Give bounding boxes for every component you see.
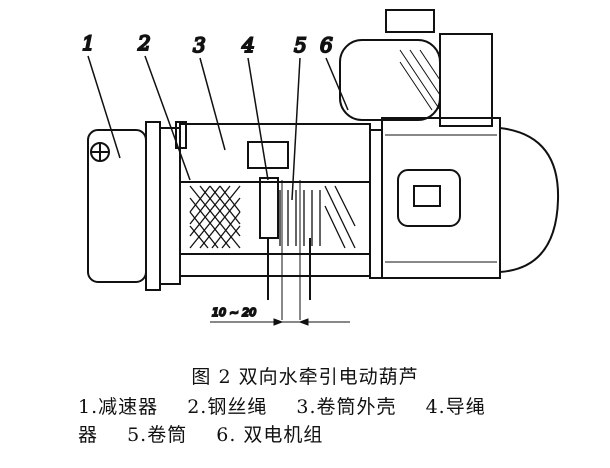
legend-item: 2.钢丝绳 <box>187 396 268 418</box>
figure-title: 图 2 双向水牵引电动葫芦 <box>191 366 419 388</box>
callout-5: 5 <box>294 33 307 57</box>
reducer <box>87 121 181 291</box>
legend-item: 5.卷筒 <box>127 424 188 446</box>
legend-item: 3.卷筒外壳 <box>296 396 397 418</box>
legend-item: 6. 双电机组 <box>216 424 324 446</box>
secondary-motor <box>339 9 493 127</box>
callout-4: 4 <box>241 33 255 57</box>
hoist-drawing: 1 2 3 4 5 6 10 ~ <box>81 9 560 326</box>
callout-3: 3 <box>193 33 206 57</box>
legend-item: 4.导绳 <box>425 396 486 418</box>
dimension-label: 10 ~ 20 <box>212 306 256 319</box>
callout-6: 6 <box>320 33 333 57</box>
legend-item: 器 <box>78 424 99 446</box>
dimension <box>210 318 350 326</box>
wire-rope-coils <box>189 185 356 249</box>
callout-1: 1 <box>82 31 95 55</box>
legend-item: 1.减速器 <box>78 396 159 418</box>
legend-line-2: 器 5.卷筒 6. 双电机组 <box>78 420 598 447</box>
callout-2: 2 <box>137 31 151 55</box>
rope-guide <box>259 177 311 320</box>
leader-lines <box>87 55 349 201</box>
main-motor <box>369 117 560 279</box>
legend-line-1: 1.减速器 2.钢丝绳 3.卷筒外壳 4.导绳 <box>78 392 598 419</box>
